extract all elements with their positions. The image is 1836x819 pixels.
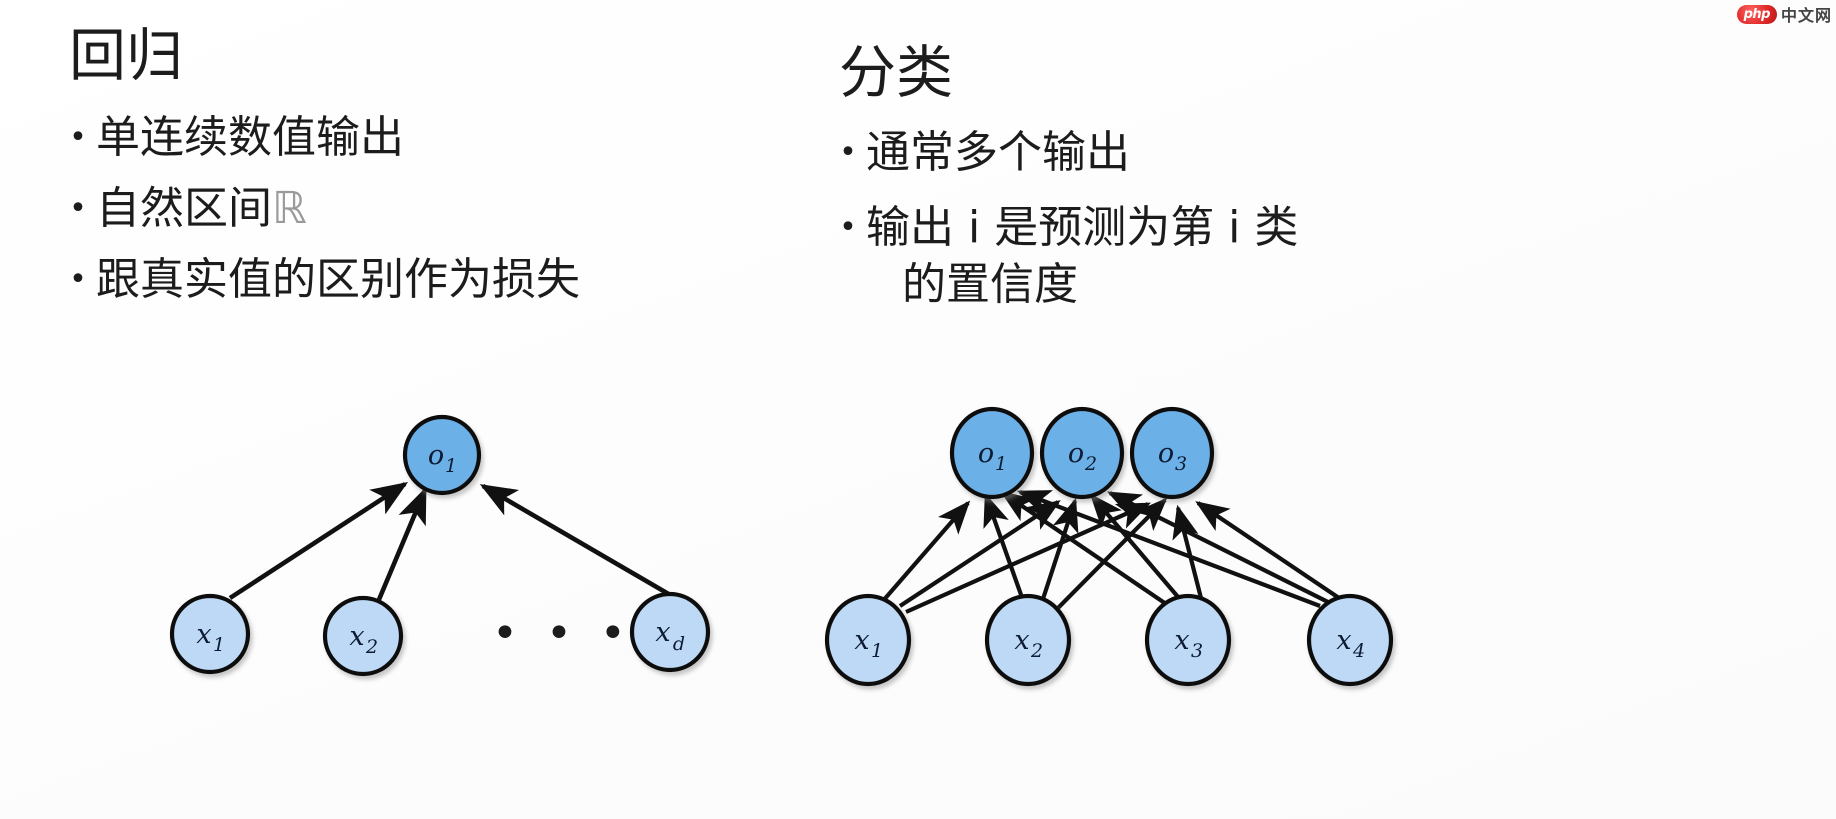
node-x1: x 1 xyxy=(169,593,251,675)
regression-network-diagram: o 1 x 1 x 2 x d xyxy=(120,398,780,819)
node-label-subscript: 3 xyxy=(1191,640,1203,662)
list-item: • 通常多个输出 xyxy=(830,124,1620,181)
bullet-text: 单连续数值输出 xyxy=(96,109,840,166)
edge-x2-o2 xyxy=(1040,497,1079,603)
node-circle xyxy=(629,591,711,673)
node-circle xyxy=(1306,593,1394,687)
node-circle xyxy=(949,406,1035,500)
bullet-line: 的置信度 xyxy=(902,259,1078,311)
edge-x4-o2 xyxy=(1106,491,1333,606)
node-circle xyxy=(1129,406,1215,500)
bullet-text: 自然区间ℝ xyxy=(96,180,840,237)
bullet-line: 单连续数值输出 xyxy=(96,112,404,163)
ellipsis-label: • • • xyxy=(492,608,633,659)
node-label: x xyxy=(854,625,869,656)
classification-network-diagram: o 1 o 2 o 3 x 1 x 2 xyxy=(820,398,1820,819)
blackboard-r-symbol: ℝ xyxy=(272,183,307,235)
node-label: o xyxy=(428,440,444,471)
node-label-subscript: 1 xyxy=(213,634,225,656)
edge-x2-o3 xyxy=(1056,497,1168,610)
node-label: x xyxy=(1174,625,1189,656)
list-item: • 输出 i 是预测为第 i 类 的置信度 xyxy=(830,199,1620,313)
node-x2: x 2 xyxy=(984,593,1072,687)
node-o2: o 2 xyxy=(1039,406,1125,500)
watermark-site-label: 中文网 xyxy=(1780,6,1832,25)
node-label: o xyxy=(978,438,994,469)
bullet-dot-icon: • xyxy=(69,262,87,298)
bullet-line: 跟真实值的区别作为损失 xyxy=(96,254,580,306)
node-x3: x 3 xyxy=(1144,593,1232,687)
edge-x4-o3 xyxy=(1195,501,1344,602)
node-label: o xyxy=(1158,438,1174,469)
node-circle xyxy=(402,414,482,496)
classification-heading: 分类 xyxy=(839,40,953,106)
node-label-subscript: 2 xyxy=(365,636,378,658)
bullet-text: 通常多个输出 xyxy=(866,124,1620,181)
node-label: x xyxy=(349,621,364,652)
node-label: x xyxy=(1014,625,1029,656)
list-item: • 跟真实值的区别作为损失 xyxy=(60,251,840,308)
edge-xd-o1 xyxy=(479,484,674,598)
regression-column: 回归 • 单连续数值输出 • 自然区间ℝ • 跟真实值的区别作为损失 xyxy=(60,0,840,323)
node-label: o xyxy=(1068,438,1084,469)
node-o1: o 1 xyxy=(949,406,1035,500)
node-circle xyxy=(1144,593,1232,687)
list-item: • 单连续数值输出 xyxy=(60,109,840,166)
bullet-dot-icon: • xyxy=(69,120,87,155)
bullet-line: 自然区间ℝ xyxy=(96,180,840,237)
regression-edges xyxy=(228,481,674,603)
bullet-dot-icon: • xyxy=(839,135,857,170)
node-x4: x 4 xyxy=(1306,593,1394,687)
edge-x1-o1 xyxy=(880,500,971,604)
watermark: php 中文网 xyxy=(1736,2,1832,26)
edge-x4-o1 xyxy=(1016,490,1321,608)
bullet-dot-icon: • xyxy=(839,210,857,246)
node-label-subscript: 3 xyxy=(1175,453,1187,475)
node-circle xyxy=(1039,406,1125,500)
node-label-subscript: 1 xyxy=(445,455,457,477)
classification-column: 分类 • 通常多个输出 • 输出 i 是预测为第 i 类 的置信度 xyxy=(830,0,1620,332)
classification-edges xyxy=(880,490,1344,614)
bullet-line: 输出 i 是预测为第 i 类 xyxy=(866,202,1299,254)
node-label-subscript: 2 xyxy=(1084,453,1097,475)
bullet-text: 跟真实值的区别作为损失 xyxy=(96,251,840,308)
php-logo-icon: php xyxy=(1736,4,1777,24)
edge-x2-o1 xyxy=(983,492,1027,607)
bullet-line: 通常多个输出 xyxy=(866,127,1130,178)
regression-bullet-list: • 单连续数值输出 • 自然区间ℝ • 跟真实值的区别作为损失 xyxy=(60,109,840,309)
node-o1: o 1 xyxy=(402,414,482,496)
node-label-subscript: 4 xyxy=(1352,640,1365,662)
node-label-subscript: 1 xyxy=(995,453,1007,475)
node-circle xyxy=(984,593,1072,687)
node-label-subscript: 2 xyxy=(1030,640,1043,662)
bullet-dot-icon: • xyxy=(69,191,87,227)
node-x2: x 2 xyxy=(322,595,404,677)
node-label: x xyxy=(1336,625,1351,656)
node-label-subscript: d xyxy=(673,633,685,655)
node-circle xyxy=(322,595,404,677)
node-label: x xyxy=(655,617,670,648)
edge-x2-o1 xyxy=(375,486,428,603)
node-label-subscript: 1 xyxy=(871,640,883,662)
regression-heading: 回归 xyxy=(69,23,183,89)
node-x1: x 1 xyxy=(824,593,912,687)
node-xd: x d xyxy=(629,591,711,673)
node-label: x xyxy=(196,619,211,650)
node-o3: o 3 xyxy=(1129,406,1215,500)
classification-bullet-list: • 通常多个输出 • 输出 i 是预测为第 i 类 的置信度 xyxy=(830,124,1620,314)
bullet-text: 输出 i 是预测为第 i 类 的置信度 xyxy=(866,199,1620,313)
bullet-line-text: 自然区间 xyxy=(96,183,272,235)
node-circle xyxy=(824,593,912,687)
node-circle xyxy=(169,593,251,675)
edge-x1-o1 xyxy=(228,481,409,600)
list-item: • 自然区间ℝ xyxy=(60,180,840,237)
